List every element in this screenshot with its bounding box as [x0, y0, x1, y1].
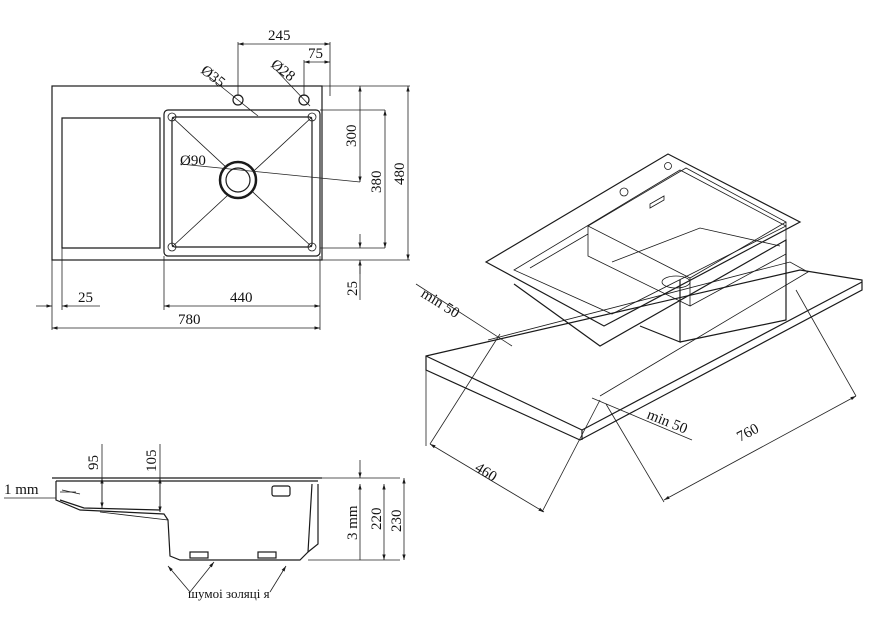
- dim-230: 230: [389, 510, 405, 533]
- dim-220: 220: [369, 508, 385, 531]
- noise-insulation-label: шумоі золяці я: [188, 586, 270, 601]
- dim-25-vertical: 25: [345, 281, 361, 296]
- dim-1mm: 1 mm: [4, 482, 39, 498]
- dim-460: 460: [472, 460, 500, 485]
- countertop: [425, 269, 863, 441]
- dim-min50-left: min 50: [418, 286, 462, 322]
- bowl-outer: [163, 109, 321, 257]
- dim-75: 75: [308, 46, 323, 62]
- sink-rim: [484, 153, 802, 327]
- dim-105: 105: [144, 450, 160, 473]
- isometric-view: min 50 min 50 460 760: [415, 153, 863, 513]
- dim-440: 440: [230, 290, 253, 306]
- dim-760: 760: [734, 421, 761, 446]
- section-view: 95 105 1 mm 3 mm 220 230 шумоі золяці я: [4, 444, 406, 601]
- drainboard: [61, 117, 161, 249]
- dim-d35: Ø35: [198, 63, 228, 92]
- overflow: [271, 485, 291, 497]
- dim-min50-right: min 50: [645, 407, 690, 438]
- dim-d28: Ø28: [268, 57, 298, 86]
- top-outline: [51, 85, 323, 261]
- dim-480: 480: [392, 163, 408, 186]
- dim-245: 245: [268, 28, 291, 44]
- dim-3mm: 3 mm: [345, 505, 361, 540]
- top-view: 245 75 Ø35 Ø28 Ø90 300 380 480 25: [36, 28, 410, 330]
- dim-780: 780: [178, 312, 201, 328]
- dim-25-left: 25: [78, 290, 93, 306]
- dim-d90: Ø90: [180, 153, 206, 169]
- bowl-inner: [171, 116, 313, 248]
- dim-300: 300: [344, 125, 360, 148]
- dim-380: 380: [369, 171, 385, 194]
- dim-95: 95: [86, 455, 102, 470]
- drain: [218, 160, 258, 200]
